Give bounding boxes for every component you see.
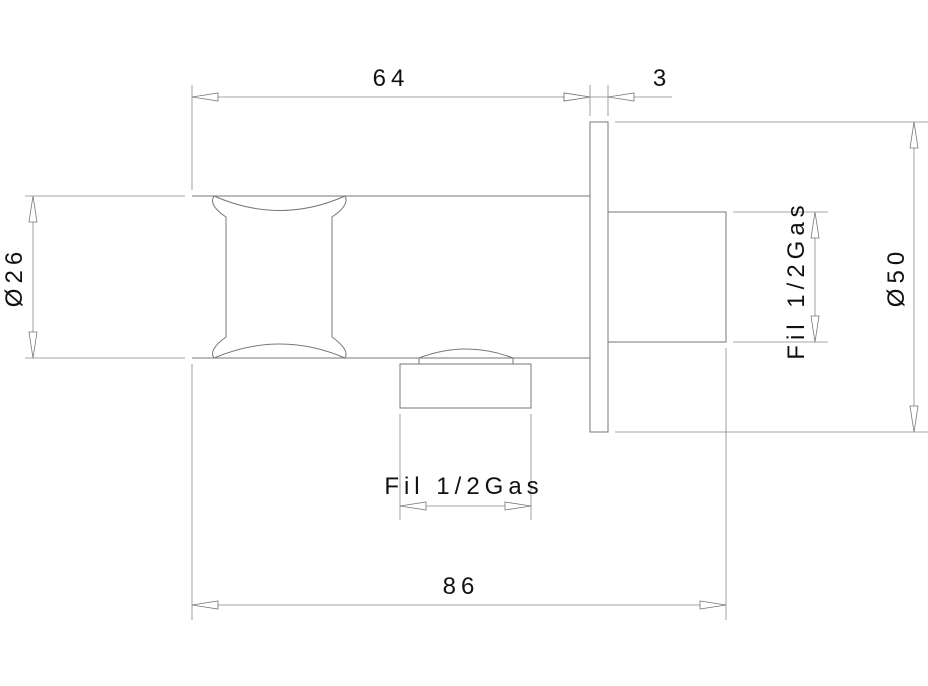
dimension-label-diameter-50: Ø50 — [883, 247, 910, 307]
dimension-label-64: 64 — [373, 65, 410, 92]
valve-body — [192, 195, 590, 359]
dimension-outlet-thread: Fil 1/2Gas — [384, 473, 543, 511]
dimension-3: 3 — [562, 65, 672, 102]
rear-thread-label: Fil 1/2Gas — [783, 200, 810, 359]
threaded-connector — [607, 211, 727, 343]
outlet — [399, 348, 532, 409]
dimension-64: 64 — [191, 65, 591, 102]
dimension-diameter-26: Ø26 — [1, 195, 38, 359]
outlet-thread-label: Fil 1/2Gas — [384, 473, 543, 500]
dimension-label-diameter-26: Ø26 — [1, 247, 28, 307]
handle — [212, 195, 347, 359]
dimension-rear-thread: Fil 1/2Gas — [783, 200, 820, 360]
extension-lines — [25, 85, 928, 620]
dimension-86: 86 — [191, 573, 727, 610]
flange — [589, 121, 609, 433]
dimension-label-3: 3 — [653, 65, 671, 92]
dimension-label-86: 86 — [443, 573, 480, 600]
dimension-diameter-50: Ø50 — [883, 121, 919, 433]
